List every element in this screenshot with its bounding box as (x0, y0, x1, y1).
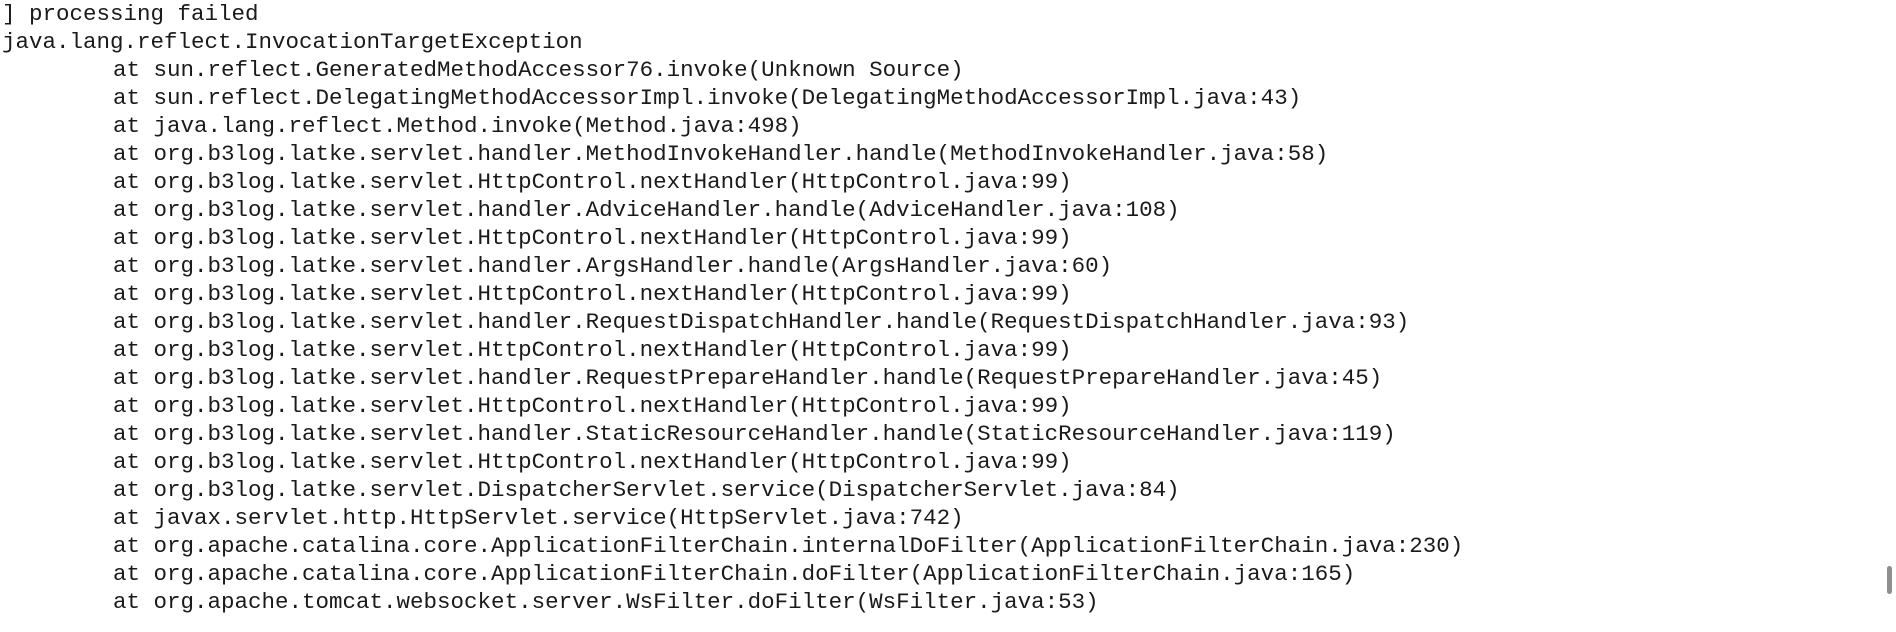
scrollbar-thumb[interactable] (1887, 566, 1892, 594)
stack-frame: at javax.servlet.http.HttpServlet.servic… (113, 505, 964, 531)
stack-frame: at org.b3log.latke.servlet.DispatcherSer… (113, 477, 1180, 503)
stack-frame: at sun.reflect.GeneratedMethodAccessor76… (113, 57, 964, 83)
stack-frame: at org.b3log.latke.servlet.handler.Metho… (113, 141, 1329, 167)
stack-frame: at org.b3log.latke.servlet.handler.Reque… (113, 365, 1383, 391)
stack-frame: at org.apache.catalina.core.ApplicationF… (113, 533, 1464, 559)
stack-frame: at org.b3log.latke.servlet.HttpControl.n… (113, 393, 1072, 419)
log-line-message: ] processing failed (2, 1, 259, 27)
stack-frame: at java.lang.reflect.Method.invoke(Metho… (113, 113, 802, 139)
stack-frame: at org.b3log.latke.servlet.handler.Reque… (113, 309, 1410, 335)
stack-frame: at org.b3log.latke.servlet.HttpControl.n… (113, 449, 1072, 475)
stack-frame: at org.apache.catalina.core.ApplicationF… (113, 561, 1356, 587)
stack-frame: at org.apache.tomcat.websocket.server.Ws… (113, 589, 1099, 615)
vertical-scrollbar[interactable] (1880, 0, 1896, 632)
stack-frame: at sun.reflect.DelegatingMethodAccessorI… (113, 85, 1302, 111)
log-line-exception: java.lang.reflect.InvocationTargetExcept… (2, 29, 583, 55)
stack-frame: at org.b3log.latke.servlet.handler.ArgsH… (113, 253, 1113, 279)
stack-frame: at org.b3log.latke.servlet.HttpControl.n… (113, 281, 1072, 307)
stack-frame: at org.b3log.latke.servlet.handler.Advic… (113, 197, 1180, 223)
stack-frame: at org.b3log.latke.servlet.HttpControl.n… (113, 169, 1072, 195)
stack-frame: at org.b3log.latke.servlet.HttpControl.n… (113, 337, 1072, 363)
stack-frame: at org.b3log.latke.servlet.handler.Stati… (113, 421, 1396, 447)
stack-frame: at org.b3log.latke.servlet.HttpControl.n… (113, 225, 1072, 251)
